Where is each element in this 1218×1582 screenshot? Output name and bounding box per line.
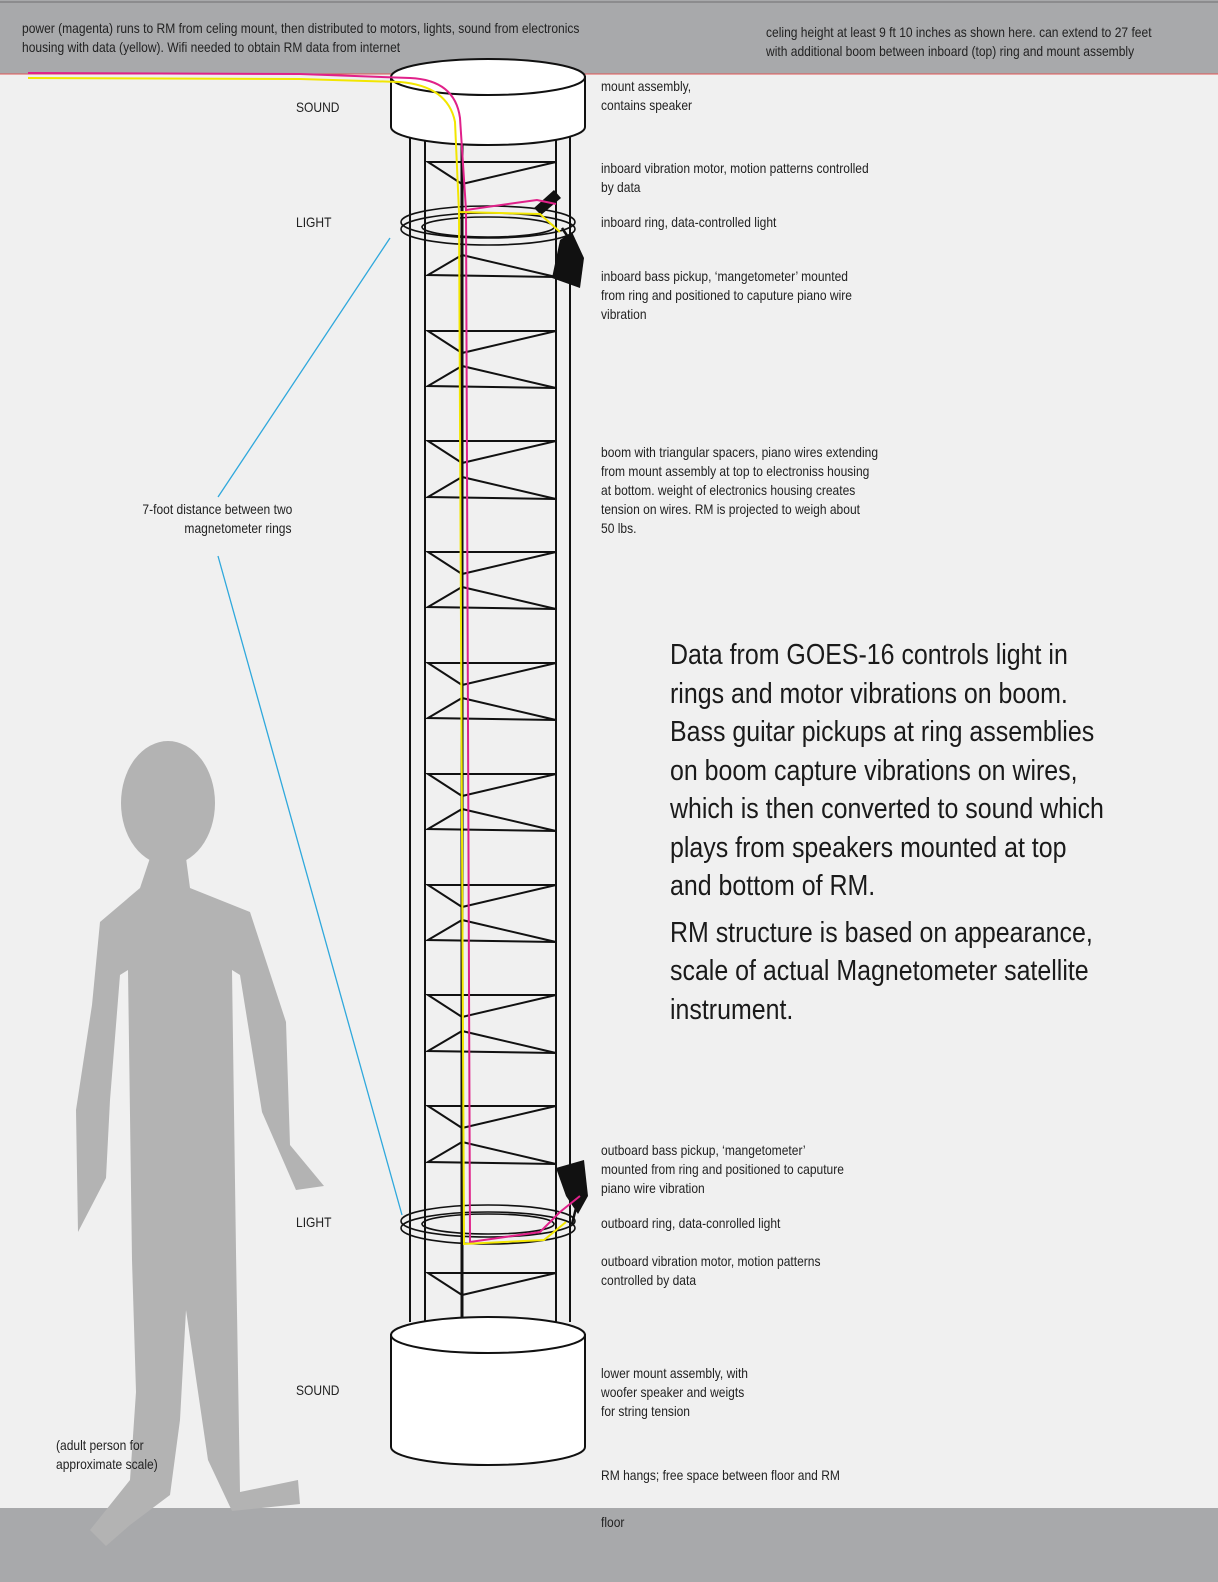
person-note-1: (adult person for: [56, 1437, 144, 1453]
label-sound-top: SOUND: [296, 99, 340, 115]
distance-pointer-lines: [217, 237, 403, 1216]
annotation-lower-mount-1: lower mount assembly, with: [601, 1365, 748, 1381]
lower-mount-assembly: [390, 1316, 586, 1466]
annotation-outboard-pickup-3: piano wire vibration: [601, 1180, 705, 1196]
spacer-triangle: [424, 253, 557, 278]
person-silhouette: [76, 741, 324, 1546]
floor-label: floor: [601, 1514, 625, 1530]
annotation-boom-5: 50 lbs.: [601, 520, 637, 536]
annotation-outboard-pickup-2: mounted from ring and positioned to capu…: [601, 1161, 844, 1177]
annotation-boom-2: from mount assembly at top to electronis…: [601, 463, 870, 479]
power-wire: [27, 72, 581, 1244]
spacer-triangle: [424, 918, 557, 943]
annotation-inboard-pickup-2: from ring and positioned to caputure pia…: [601, 287, 852, 303]
description-line: Bass guitar pickups at ring assemblies: [670, 716, 1095, 748]
floor-band: [0, 1508, 1218, 1582]
data-wire: [27, 77, 567, 1246]
description-line: which is then converted to sound which: [670, 793, 1104, 825]
description-line: rings and motor vibrations on boom.: [670, 677, 1068, 710]
spacer-triangle: [424, 161, 557, 186]
spacer-triangle: [424, 807, 557, 832]
spacer-triangle: [424, 773, 557, 798]
description-line: on boom capture vibrations on wires,: [670, 754, 1078, 787]
annotation-boom-1: boom with triangular spacers, piano wire…: [601, 444, 879, 460]
annotation-inboard-pickup-1: inboard bass pickup, ‘mangetometer’ moun…: [601, 268, 848, 284]
spacer-triangle: [424, 475, 557, 500]
spacer-triangle: [424, 696, 557, 721]
header-note-left-line1: power (magenta) runs to RM from celing m…: [22, 20, 580, 36]
description-para2: RM structure is based on appearance, sca…: [670, 914, 1117, 1030]
spacer-triangle: [424, 1105, 557, 1130]
annotation-hangs: RM hangs; free space between floor and R…: [601, 1467, 840, 1483]
description-line: and bottom of RM.: [670, 870, 876, 902]
annotation-inboard-motor-2: by data: [601, 179, 641, 195]
annotation-outboard-pickup-1: outboard bass pickup, ‘mangetometer’: [601, 1142, 806, 1158]
spacer-triangle: [424, 1272, 557, 1297]
annotation-outboard-ring: outboard ring, data-conrolled light: [601, 1215, 781, 1231]
header-note-right-line1: celing height at least 9 ft 10 inches as…: [766, 24, 1152, 40]
outboard-ring: [400, 1204, 576, 1245]
header-note-right-line2: with additional boom between inboard (to…: [766, 43, 1135, 59]
spacer-triangle: [424, 440, 557, 465]
description-line: instrument.: [670, 993, 794, 1026]
annotation-boom-4: tension on wires. RM is projected to wei…: [601, 501, 861, 517]
boom-rods: [409, 131, 571, 1350]
spacer-triangle: [424, 884, 557, 909]
ceiling-band: [0, 0, 1218, 74]
spacer-triangle: [424, 330, 557, 355]
annotation-outboard-motor-2: controlled by data: [601, 1272, 697, 1288]
description-block: Data from GOES-16 controls light in ring…: [670, 636, 1117, 1037]
annotation-inboard-pickup-3: vibration: [601, 306, 647, 322]
annotation-mount-1: mount assembly,: [601, 78, 692, 94]
annotation-lower-mount-3: for string tension: [601, 1403, 691, 1419]
inboard-pickup: [552, 227, 584, 288]
annotation-mount-2: contains speaker: [601, 97, 693, 113]
description-line: plays from speakers mounted at top: [670, 831, 1067, 864]
label-sound-bottom: SOUND: [296, 1382, 340, 1398]
triangular-spacers: [424, 161, 557, 1297]
description-line: scale of actual Magnetometer satellite: [670, 955, 1089, 987]
distance-note-line1: 7-foot distance between two: [142, 501, 292, 517]
person-note-2: approximate scale): [56, 1456, 158, 1472]
spacer-triangle: [424, 994, 557, 1019]
spacer-triangle: [424, 551, 557, 576]
spacer-triangle: [424, 1140, 557, 1165]
header-note-left-line2: housing with data (yellow). Wifi needed …: [22, 39, 401, 55]
top-mount-assembly: [390, 58, 586, 146]
label-light-top: LIGHT: [296, 214, 332, 230]
annotation-inboard-ring: inboard ring, data-controlled light: [601, 214, 777, 230]
description-line: RM structure is based on appearance,: [670, 916, 1093, 949]
annotation-outboard-motor-1: outboard vibration motor, motion pattern…: [601, 1253, 821, 1269]
label-light-bottom: LIGHT: [296, 1214, 332, 1230]
distance-note-line2: magnetometer rings: [184, 520, 292, 536]
spacer-triangle: [424, 585, 557, 610]
spacer-triangle: [424, 1029, 557, 1054]
outboard-pickup: [556, 1160, 588, 1225]
spacer-triangle: [424, 364, 557, 389]
description-para1: Data from GOES-16 controls light in ring…: [670, 636, 1117, 906]
annotation-lower-mount-2: woofer speaker and weigts: [601, 1384, 745, 1400]
annotation-boom-3: at bottom. weight of electronics housing…: [601, 482, 856, 498]
annotation-inboard-motor-1: inboard vibration motor, motion patterns…: [601, 160, 869, 176]
description-line: Data from GOES-16 controls light in: [670, 639, 1068, 671]
spacer-triangle: [424, 662, 557, 687]
